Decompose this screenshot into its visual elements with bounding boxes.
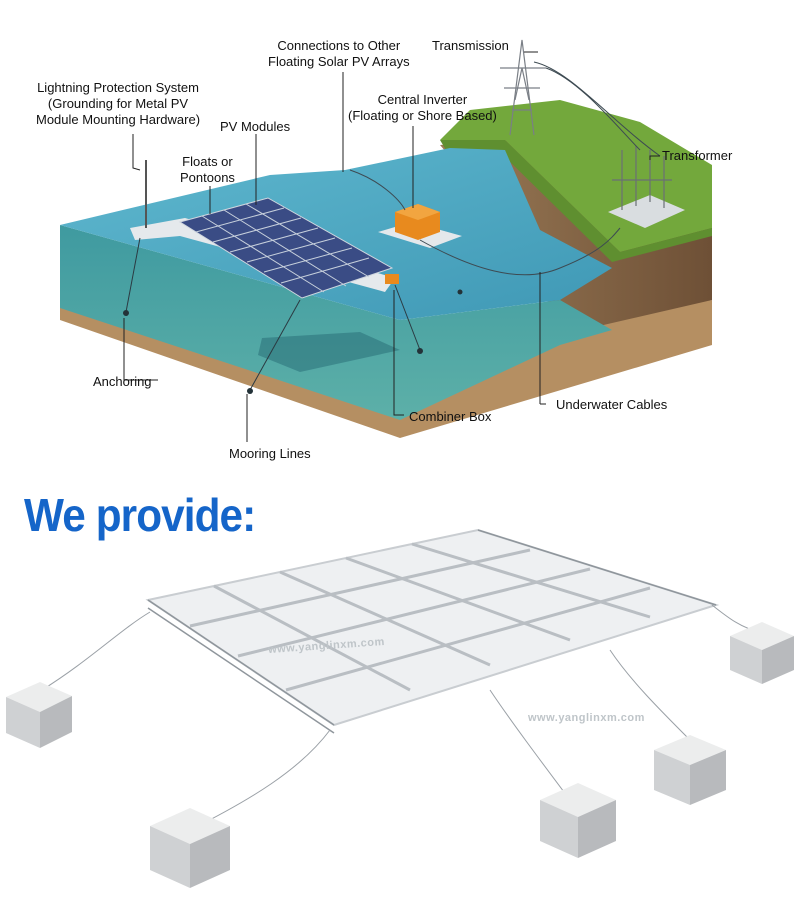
- connections-label-line1: Connections to Other: [277, 38, 401, 53]
- callout-lines: [123, 51, 660, 442]
- floats-label: Floats or Pontoons: [180, 154, 235, 186]
- inverter-platform: [378, 204, 462, 248]
- pontoon-grid: [189, 542, 651, 692]
- central-inverter-label: Central Inverter (Floating or Shore Base…: [348, 92, 497, 124]
- headline: We provide:: [24, 489, 256, 541]
- pv-modules-label: PV Modules: [220, 119, 290, 135]
- mooring: [125, 237, 421, 391]
- transmission-label-text: Transmission: [432, 38, 509, 53]
- anchor-block: [540, 783, 616, 858]
- underwater-cables-label: Underwater Cables: [556, 397, 667, 413]
- combiner-box-label: Combiner Box: [409, 409, 491, 425]
- anchoring-label: Anchoring: [93, 374, 152, 390]
- lightning-protection-label: Lightning Protection System (Grounding f…: [36, 80, 200, 128]
- transmission-label: Transmission: [432, 38, 509, 54]
- underwater-cable: [419, 227, 621, 276]
- floats-label-line1: Floats or: [182, 154, 233, 169]
- inverter-label-line2: (Floating or Shore Based): [348, 108, 497, 123]
- connections-label-line2: Floating Solar PV Arrays: [268, 54, 410, 69]
- combiner-box: [385, 274, 399, 284]
- transformer-label: Transformer: [662, 148, 732, 164]
- anchor-block: [6, 682, 72, 748]
- inverter-label-line1: Central Inverter: [377, 92, 468, 107]
- lightning-label-line2: (Grounding for Metal PV: [47, 96, 189, 111]
- pv-array: [130, 160, 399, 299]
- inverter-box-top: [395, 204, 440, 220]
- array-shadow: [258, 332, 400, 372]
- mooring-lines-label-text: Mooring Lines: [229, 446, 311, 461]
- overhead-line: [545, 67, 641, 151]
- underwater-cables-label-text: Underwater Cables: [556, 397, 668, 412]
- floats-label-line2: Pontoons: [180, 170, 235, 185]
- pv-modules-label-text: PV Modules: [220, 119, 291, 134]
- anchor-block: [654, 735, 726, 805]
- mooring-lines-label: Mooring Lines: [229, 446, 311, 462]
- anchors: [123, 289, 463, 394]
- substation: [608, 146, 685, 228]
- water-surface: [60, 148, 612, 320]
- transformer-label-text: Transformer: [662, 148, 733, 163]
- pontoon-rails: [147, 529, 717, 734]
- water-side: [60, 225, 612, 420]
- pontoon-platform: [145, 528, 720, 727]
- transmission-tower: [500, 39, 546, 136]
- overhead-line-2: [533, 61, 661, 157]
- floating-pontoon-system: [6, 528, 794, 888]
- pv-grid-lines: [195, 203, 370, 293]
- lightning-label-line3: Module Mounting Hardware): [36, 112, 201, 127]
- anchoring-label-text: Anchoring: [93, 374, 152, 389]
- anchor-block: [730, 622, 794, 684]
- substation-pad: [608, 195, 685, 228]
- cables: [349, 61, 661, 276]
- watermark: www.yanglinxm.com: [528, 712, 645, 724]
- lightning-label-line1: Lightning Protection System: [37, 80, 199, 95]
- pv-panel-field: [178, 197, 394, 299]
- combiner-box-label-text: Combiner Box: [409, 409, 492, 424]
- inter-array-cable: [349, 169, 406, 211]
- anchor-block: [150, 808, 230, 888]
- connections-label: Connections to Other Floating Solar PV A…: [268, 38, 410, 70]
